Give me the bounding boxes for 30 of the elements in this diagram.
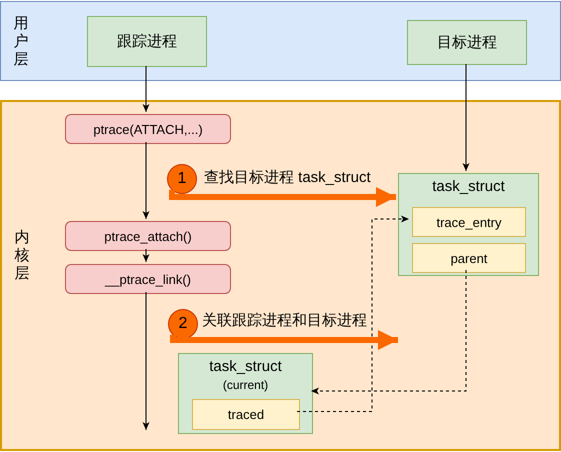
dashed-arrow: [310, 270, 466, 394]
step-label: 查找目标进程 task_struct: [204, 168, 371, 188]
process-box: 目标进程: [407, 20, 527, 65]
layer-label: 内核层: [14, 229, 30, 283]
arrow: [142, 292, 150, 430]
step-number: 2: [168, 309, 198, 339]
field-box: parent: [412, 243, 526, 273]
layer-band: [0, 1, 561, 81]
arrow: [142, 66, 150, 112]
dashed-arrow: [296, 216, 410, 412]
arrow: [462, 64, 470, 172]
process-box: 跟踪进程: [87, 16, 207, 67]
struct-subtitle: (current): [222, 377, 270, 393]
function-box: __ptrace_link(): [65, 264, 231, 294]
struct-title: task_struct: [431, 177, 506, 197]
function-box: ptrace_attach(): [65, 221, 231, 251]
step-number: 1: [167, 164, 197, 194]
step-label: 关联跟踪进程和目标进程: [202, 311, 367, 331]
struct-box: [398, 173, 539, 276]
struct-box: [178, 353, 313, 434]
layer-band: [0, 100, 561, 451]
struct-title: task_struct: [208, 357, 283, 377]
field-box: trace_entry: [412, 207, 526, 237]
function-box: ptrace(ATTACH,...): [65, 114, 231, 144]
arrow: [142, 142, 150, 220]
arrow: [142, 248, 150, 262]
field-box: traced: [192, 399, 300, 430]
layer-label: 用户层: [13, 15, 29, 69]
thick-arrow: [170, 330, 398, 350]
thick-arrow: [169, 187, 396, 207]
